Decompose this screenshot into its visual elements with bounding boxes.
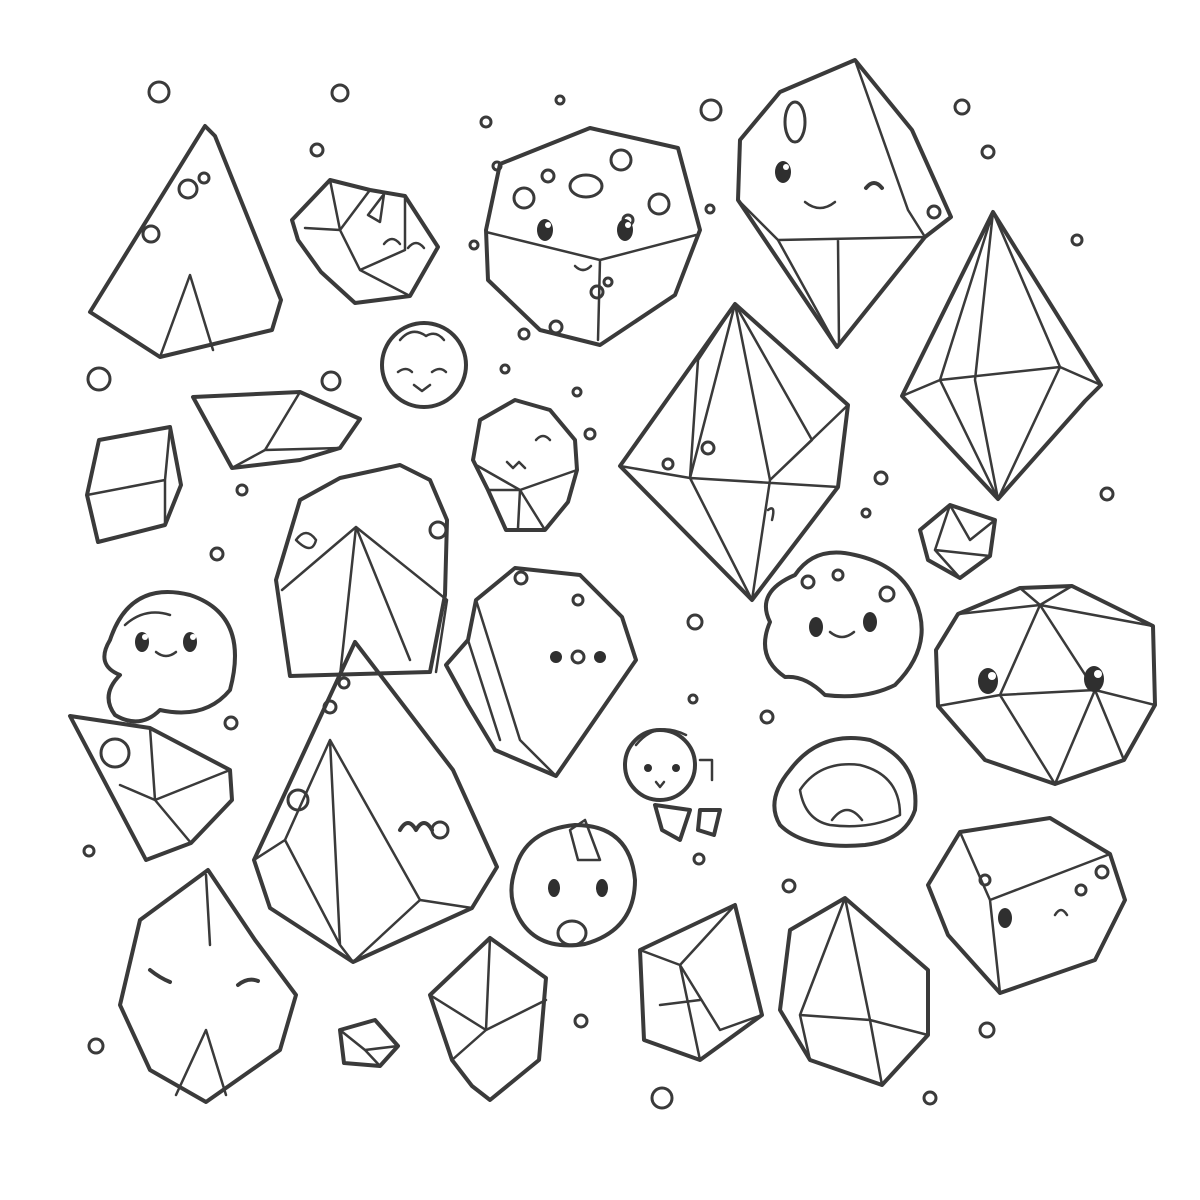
gem-triangle-tent xyxy=(88,124,283,359)
gem-broken-shard xyxy=(428,936,548,1102)
gem-faceted-round xyxy=(934,584,1157,786)
gem-small-tetra xyxy=(338,1018,400,1068)
gem-round-blob xyxy=(102,590,237,724)
gem-pointed-diamond xyxy=(900,210,1103,501)
gem-muffin xyxy=(471,398,579,532)
gem-crumpled-rock xyxy=(290,178,440,305)
gem-geode xyxy=(772,736,918,848)
gem-big-diamond xyxy=(618,302,850,602)
gem-round-face xyxy=(484,126,702,347)
gem-long-sliver xyxy=(191,390,362,470)
gem-pyramid-rock xyxy=(274,463,449,678)
gem-round-center xyxy=(509,818,637,948)
gem-small-cube xyxy=(85,425,183,544)
gem-tiny-figure xyxy=(623,728,722,842)
gem-bottom-diamond xyxy=(778,896,930,1087)
gem-pear-drop xyxy=(252,640,499,964)
gem-pebble-right xyxy=(926,816,1127,995)
gem-shard-left xyxy=(68,714,234,862)
gem-crystal-chunk xyxy=(638,903,764,1062)
gem-shield xyxy=(118,868,298,1104)
gem-lumpy-face xyxy=(763,550,924,699)
gem-cushion-diamond xyxy=(736,58,953,349)
gem-small-ball xyxy=(380,321,468,409)
gem-lumpy-rock xyxy=(444,566,638,778)
gem-small-octahedron xyxy=(918,503,997,580)
